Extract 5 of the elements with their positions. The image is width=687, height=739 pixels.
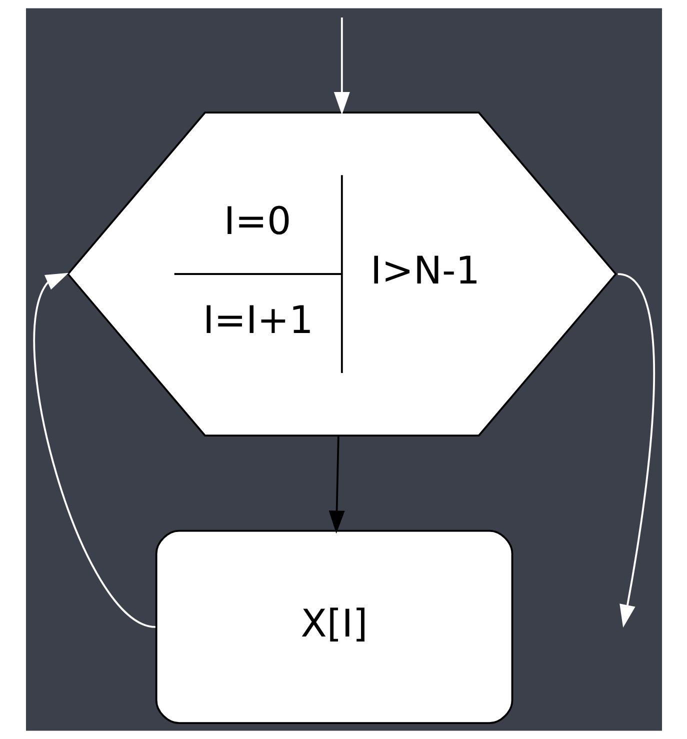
arrow <box>328 436 344 534</box>
arrow <box>33 272 156 628</box>
arrow <box>333 17 350 115</box>
node-box: X[I] <box>154 530 513 724</box>
arrow <box>617 273 655 628</box>
